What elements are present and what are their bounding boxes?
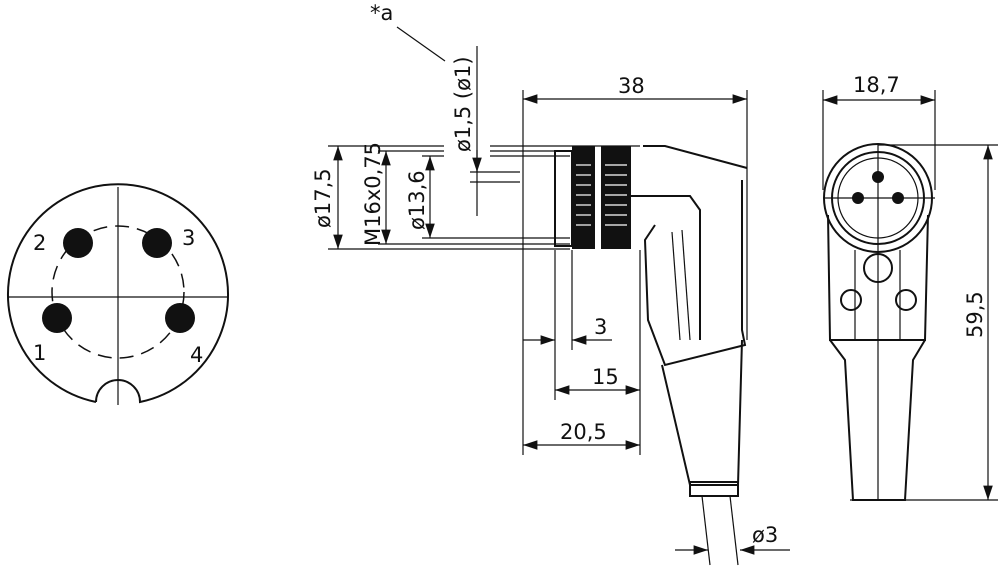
height-label: 59,5 [963,291,987,338]
pin-label-3: 3 [182,226,195,250]
note-a: *a [370,1,393,25]
pin-4 [165,303,195,333]
dim-20-5-label: 20,5 [560,420,607,444]
pin-label-2: 2 [33,231,46,255]
pin-diameter-label: ø1,5 (ø1) [451,56,475,152]
pin-2 [63,228,93,258]
pin-circle [51,225,185,359]
pin-label-4: 4 [190,343,203,367]
connector-face-outline [7,183,229,404]
pin-label-1: 1 [33,341,46,365]
dim-15-label: 15 [592,365,619,389]
outer-diameter-label: ø17,5 [311,168,335,228]
thread-body [554,150,573,247]
side-view: *a ø1,5 (ø1) 38 ø17,5 M16x0,75 ø13,6 [311,1,790,566]
thread-label: M16x0,75 [361,142,385,246]
width-label: 18,7 [853,73,900,97]
cable-diameter-label: ø3 [752,523,778,547]
pin-3 [142,228,172,258]
knurled-ring-2 [601,146,631,249]
dim-3-label: 3 [594,315,607,339]
end-view: 18,7 59,5 [822,73,998,501]
length-label: 38 [618,74,645,98]
front-view: 1 2 3 4 [7,183,229,405]
pin-1 [42,303,72,333]
inner-diameter-label: ø13,6 [405,170,429,230]
knurled-ring-1 [572,146,595,249]
